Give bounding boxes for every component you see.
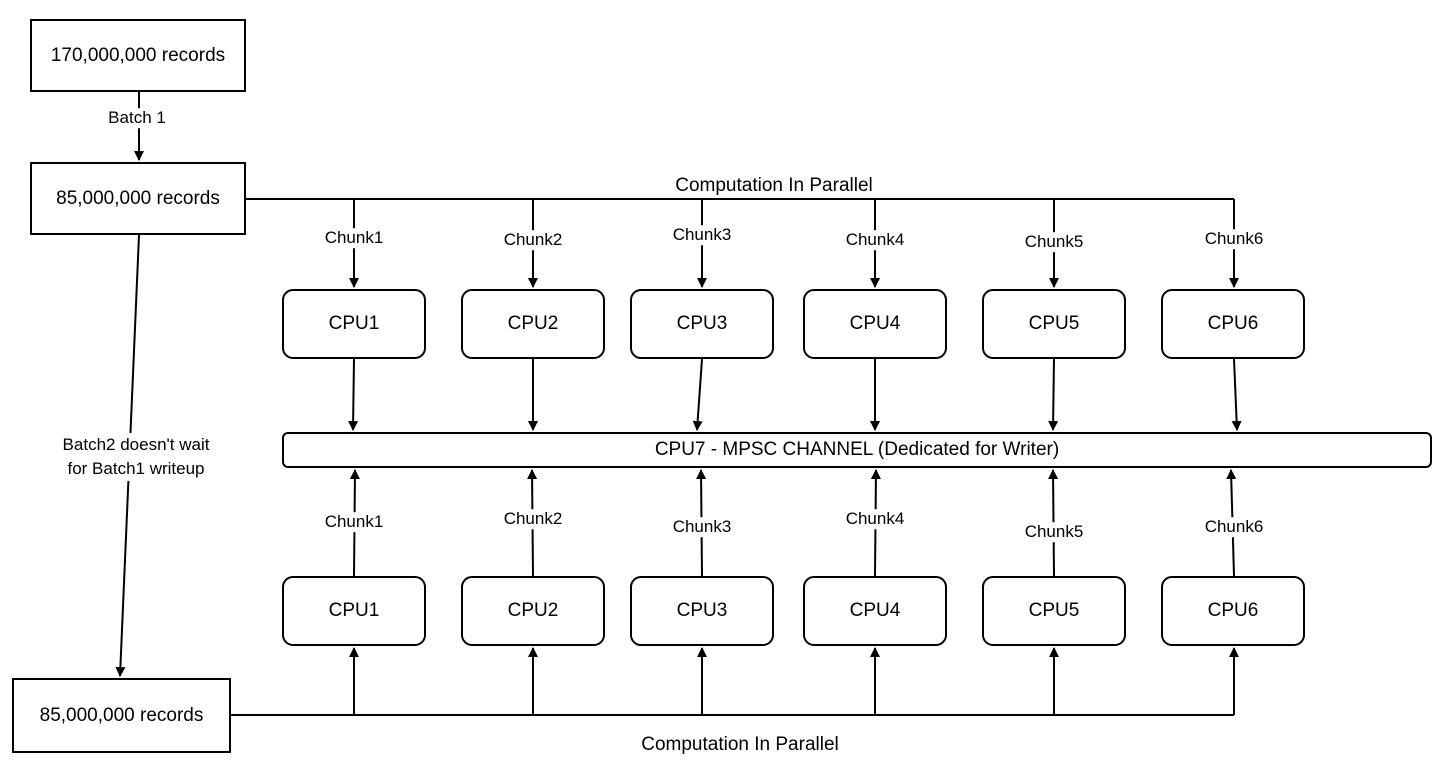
batch2-edge-label-line2: for Batch1 writeup: [67, 459, 205, 478]
bottom-chunk6-label: Chunk6: [1202, 517, 1266, 537]
top-cpu6-box: CPU6: [1161, 289, 1305, 359]
top-cpu3-to-channel-arrow: [692, 358, 703, 431]
top-cpu5-label: CPU5: [1028, 313, 1080, 334]
top-cpu2-box: CPU2: [461, 289, 605, 359]
bottom-cpu4-box: CPU4: [803, 576, 947, 646]
bottom-cpu4-label: CPU4: [849, 600, 901, 621]
top-chunk3-label: Chunk3: [670, 225, 734, 245]
top-cpu1-label: CPU1: [328, 313, 380, 334]
total-records-label: 170,000,000 records: [50, 44, 226, 66]
top-chunk6-label: Chunk6: [1202, 229, 1266, 249]
bottom-chunk1-label: Chunk1: [322, 512, 386, 532]
total-records-box: 170,000,000 records: [30, 19, 246, 92]
top-cpu1-to-channel-arrow: [348, 358, 359, 431]
top-cpu6-label: CPU6: [1207, 313, 1259, 334]
top-cpu2-label: CPU2: [507, 313, 559, 334]
parallel-title-bottom: Computation In Parallel: [641, 734, 839, 755]
bottom-cpu1-label: CPU1: [328, 600, 380, 621]
bottom-cpu5-box: CPU5: [982, 576, 1126, 646]
bottom-chunk2-label: Chunk2: [501, 509, 565, 529]
top-cpu3-label: CPU3: [676, 313, 728, 334]
batch1-records-box: 85,000,000 records: [30, 162, 246, 235]
bottom-cpu2-box: CPU2: [461, 576, 605, 646]
bottom-cpu2-label: CPU2: [507, 600, 559, 621]
top-cpu4-label: CPU4: [849, 313, 901, 334]
batch2-edge-label: Batch2 doesn't wait for Batch1 writeup: [62, 433, 210, 481]
mpsc-channel-box: CPU7 - MPSC CHANNEL (Dedicated for Write…: [282, 432, 1432, 468]
batch2-edge-label-line1: Batch2 doesn't wait: [62, 435, 210, 454]
bottom-cpu3-box: CPU3: [630, 576, 774, 646]
top-chunk1-label: Chunk1: [322, 228, 386, 248]
top-cpu3-box: CPU3: [630, 289, 774, 359]
bottom-cpu6-label: CPU6: [1207, 600, 1259, 621]
top-cpu6-to-channel-arrow: [1231, 358, 1242, 431]
bottom-chunk4-label: Chunk4: [843, 509, 907, 529]
batch1-edge-label: Batch 1: [106, 108, 168, 128]
bottom-cpu6-box: CPU6: [1161, 576, 1305, 646]
top-cpu5-box: CPU5: [982, 289, 1126, 359]
bottom-chunk3-label: Chunk3: [670, 517, 734, 537]
batch2-records-box: 85,000,000 records: [12, 678, 231, 753]
batch2-records-label: 85,000,000 records: [39, 704, 204, 726]
bottom-cpu5-label: CPU5: [1028, 600, 1080, 621]
top-cpu4-box: CPU4: [803, 289, 947, 359]
bottom-cpu1-box: CPU1: [282, 576, 426, 646]
top-chunk5-label: Chunk5: [1022, 232, 1086, 252]
batch1-records-label: 85,000,000 records: [56, 187, 220, 209]
top-cpu1-box: CPU1: [282, 289, 426, 359]
top-chunk4-label: Chunk4: [843, 230, 907, 250]
bottom-cpu3-label: CPU3: [676, 600, 728, 621]
top-cpu5-to-channel-arrow: [1048, 358, 1059, 431]
parallel-title-top: Computation In Parallel: [675, 175, 873, 196]
mpsc-channel-label: CPU7 - MPSC CHANNEL (Dedicated for Write…: [654, 439, 1060, 460]
bottom-chunk5-label: Chunk5: [1022, 522, 1086, 542]
top-chunk2-label: Chunk2: [501, 230, 565, 250]
